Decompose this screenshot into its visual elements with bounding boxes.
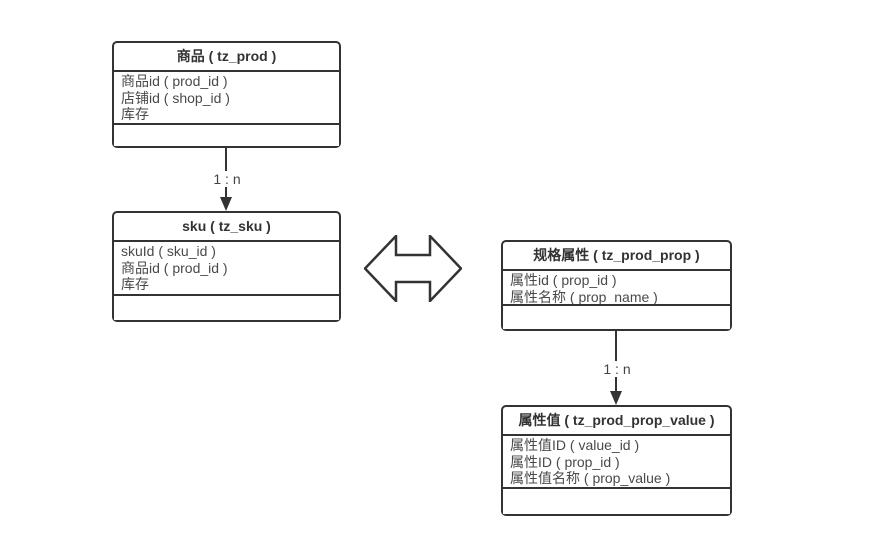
- entity-field: 库存: [121, 276, 149, 292]
- entity-sku-title: sku ( tz_sku ): [114, 213, 339, 242]
- entity-sku: sku ( tz_sku ) skuId ( sku_id ) 商品id ( p…: [112, 211, 341, 322]
- entity-field: 属性值名称 ( prop_value ): [510, 470, 671, 486]
- entity-prod: 商品 ( tz_prod ) 商品id ( prod_id ) 店铺id ( s…: [112, 41, 341, 148]
- connector-prod-sku-label: 1 : n: [210, 171, 244, 187]
- entity-prod-prop-title: 规格属性 ( tz_prod_prop ): [503, 242, 730, 271]
- entity-prod-prop-fields: 属性id ( prop_id ) 属性名称 ( prop_name ): [503, 271, 730, 306]
- entity-field: 商品id ( prod_id ): [121, 73, 228, 89]
- entity-prod-prop-value: 属性值 ( tz_prod_prop_value ) 属性值ID ( value…: [501, 405, 732, 516]
- entity-prod-empty-section: [114, 125, 339, 146]
- entity-prod-prop-value-empty-section: [503, 489, 730, 514]
- entity-sku-fields: skuId ( sku_id ) 商品id ( prod_id ) 库存: [114, 242, 339, 296]
- entity-field: 属性id ( prop_id ): [510, 272, 617, 288]
- arrowhead-down-icon: [610, 391, 622, 405]
- entity-field: 属性值ID ( value_id ): [510, 437, 640, 453]
- connector-prop-value-label: 1 : n: [600, 361, 634, 377]
- entity-prod-prop-empty-section: [503, 306, 730, 329]
- entity-field: 商品id ( prod_id ): [121, 259, 228, 276]
- entity-prod-fields: 商品id ( prod_id ) 店铺id ( shop_id ) 库存: [114, 72, 339, 125]
- entity-sku-empty-section: [114, 296, 339, 320]
- entity-field: 库存: [121, 106, 149, 122]
- entity-prod-prop-value-title: 属性值 ( tz_prod_prop_value ): [503, 407, 730, 436]
- entity-prod-prop: 规格属性 ( tz_prod_prop ) 属性id ( prop_id ) 属…: [501, 240, 732, 331]
- entity-prod-prop-value-fields: 属性值ID ( value_id ) 属性ID ( prop_id ) 属性值名…: [503, 436, 730, 489]
- double-arrow-icon: [364, 235, 462, 302]
- entity-field: skuId ( sku_id ): [121, 243, 216, 259]
- entity-field: 店铺id ( shop_id ): [121, 89, 230, 106]
- entity-field: 属性名称 ( prop_name ): [510, 288, 658, 305]
- entity-prod-title: 商品 ( tz_prod ): [114, 43, 339, 72]
- arrowhead-down-icon: [220, 197, 232, 211]
- entity-field: 属性ID ( prop_id ): [510, 453, 620, 470]
